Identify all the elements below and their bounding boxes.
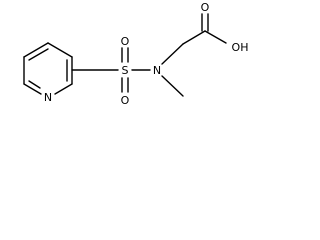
pyridine-ring: [23, 42, 73, 95]
nitrogen-to-ch2-bond: [161, 43, 184, 65]
ring-double-1: [28, 48, 49, 61]
n-methyl-bond: [161, 75, 184, 97]
sulfur-label: S: [122, 64, 129, 77]
ring-double-3: [28, 80, 41, 89]
carbonyl-oxygen-label: O: [201, 1, 210, 14]
sulfonyl-oxygen-top-label: O: [121, 35, 130, 48]
ring-bond-4: [54, 83, 73, 95]
ch2-to-carboxyl-bond: [182, 30, 206, 45]
ring-bond-2: [47, 42, 73, 58]
chemical-structure: N S O O N O OH: [23, 1, 249, 107]
sulfonyl-oxygen-bottom-label: O: [121, 94, 130, 107]
hydroxyl-bond: [204, 30, 227, 44]
ring-bond-1: [23, 42, 49, 58]
ring-bond-5: [23, 83, 42, 95]
hydroxyl-label: OH: [232, 41, 249, 54]
pyridine-nitrogen-label: N: [44, 91, 52, 104]
amine-nitrogen-label: N: [153, 64, 161, 77]
